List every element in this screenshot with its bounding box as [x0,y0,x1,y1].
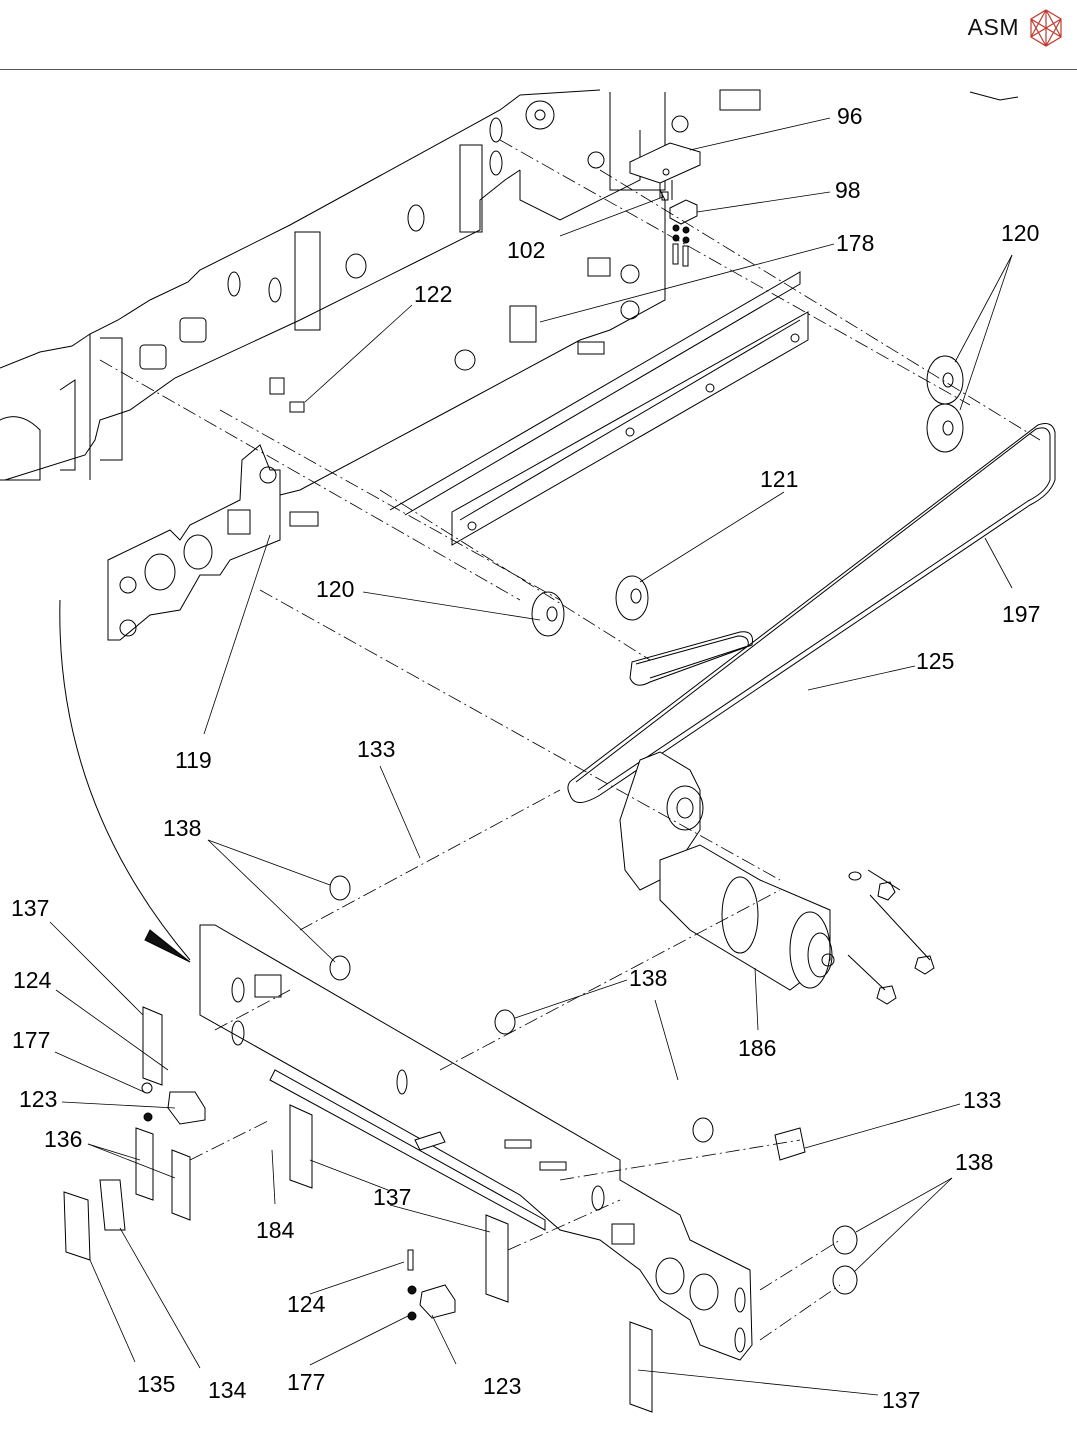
callout-119: 119 [175,747,212,773]
part-98-block [662,192,697,266]
callout-labels: 96 98 102 178 120 122 121 120 197 125 11… [11,103,1040,1413]
callout-98: 98 [835,177,861,203]
callout-178: 178 [836,230,874,256]
callout-137: 137 [882,1387,920,1413]
callout-133: 133 [963,1087,1001,1113]
callout-136: 136 [44,1126,82,1152]
callout-137: 137 [11,895,49,921]
callout-177: 177 [12,1027,50,1053]
callout-122: 122 [414,281,452,307]
callout-138: 138 [163,815,201,841]
callout-186: 186 [738,1035,776,1061]
callout-123: 123 [19,1086,57,1112]
callout-102: 102 [507,237,545,263]
main-frame-chassis [0,90,1018,480]
callout-121: 121 [760,466,798,492]
callout-120: 120 [316,576,354,602]
callout-133: 133 [357,736,395,762]
part-119-side-plate [108,445,318,640]
callout-197: 197 [1002,601,1040,627]
callout-124: 124 [287,1291,326,1317]
callout-125: 125 [916,648,954,674]
callout-123: 123 [483,1373,521,1399]
callout-96: 96 [837,103,863,129]
callout-120: 120 [1001,220,1039,246]
callout-135: 135 [137,1371,175,1397]
callout-134: 134 [208,1377,247,1403]
callout-184: 184 [256,1217,295,1243]
part-122-rail [270,272,808,545]
callout-138: 138 [629,965,667,991]
callout-138: 138 [955,1149,993,1175]
callout-177: 177 [287,1369,325,1395]
callout-124: 124 [13,967,52,993]
callout-137: 137 [373,1184,411,1210]
